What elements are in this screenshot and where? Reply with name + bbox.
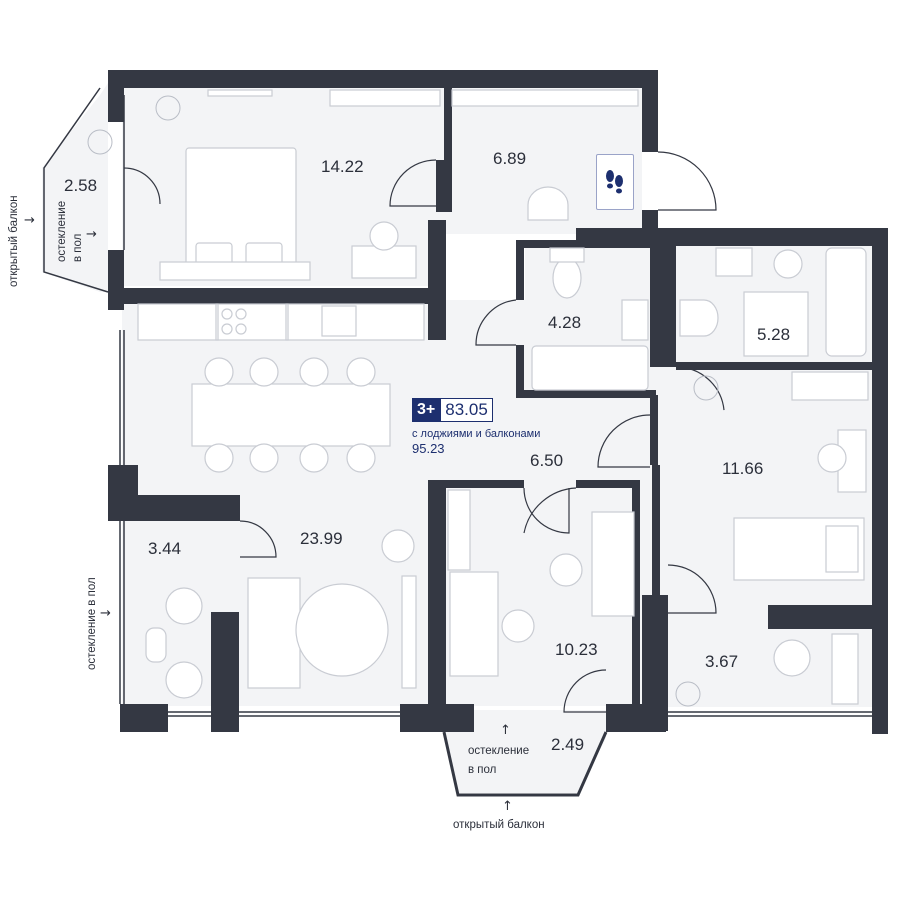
with-balconies-label: с лоджиями и балконами <box>412 428 541 440</box>
note-glazing-floor-living: остекление в пол <box>86 577 98 670</box>
area-hall: 6.89 <box>493 149 527 168</box>
area-bathroom: 5.28 <box>757 325 791 344</box>
arrow-icon: → <box>86 227 97 242</box>
arrow-icon: ↑ <box>500 723 511 738</box>
arrow-icon: → <box>24 213 35 228</box>
note-glazing-left-2: в пол <box>72 233 84 262</box>
total-area: 83.05 <box>440 398 493 422</box>
area-corridor: 6.50 <box>530 451 564 470</box>
with-balconies-area: 95.23 <box>412 441 445 456</box>
sofa <box>247 577 301 689</box>
shoe-prints-icon <box>596 154 634 210</box>
area-summary-badge: 3+ 83.05 <box>412 398 493 422</box>
area-kitchen-living: 23.99 <box>300 529 343 548</box>
dining-table <box>191 383 391 447</box>
area-study: 10.23 <box>555 640 598 659</box>
note-glazing-bottom-1: остекление <box>468 745 530 757</box>
note-open-balcony-bottom: открытый балкон <box>453 819 545 831</box>
note-open-balcony-left: открытый балкон <box>8 195 20 287</box>
kitchen-counter <box>137 303 425 341</box>
note-glazing-bottom-2: в пол <box>468 764 497 776</box>
area-balcony-left: 2.58 <box>64 176 98 195</box>
walls <box>108 70 888 734</box>
area-wc: 4.28 <box>548 313 582 332</box>
glazing-lines <box>43 87 872 797</box>
area-loggia-right: 3.67 <box>705 652 739 671</box>
furniture <box>137 89 869 705</box>
plants <box>87 95 719 707</box>
area-loggia-left: 3.44 <box>148 539 182 558</box>
note-glazing-left-1: остекление <box>56 200 68 262</box>
arrow-icon: ↑ <box>502 799 513 814</box>
doors <box>123 151 725 713</box>
area-bedroom-2: 11.66 <box>722 459 764 478</box>
arrow-icon: → <box>100 606 111 621</box>
area-bedroom-1: 14.22 <box>321 157 364 176</box>
area-balcony-bottom: 2.49 <box>551 735 585 754</box>
rooms-count: 3+ <box>412 398 441 422</box>
